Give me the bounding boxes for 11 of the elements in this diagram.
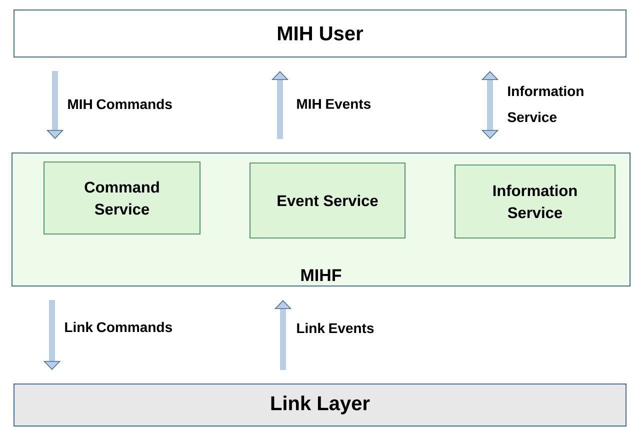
- edge-label: Information Service: [508, 86, 584, 122]
- block-arrow: [481, 71, 499, 139]
- edge-label: MIH Events: [297, 99, 371, 109]
- service-box: Information Service: [454, 164, 616, 238]
- layer-box: Link Layer: [14, 384, 626, 426]
- edge-label: Link Events: [297, 322, 374, 334]
- edge-label: MIH Commands: [68, 98, 172, 110]
- service-box: Event Service: [250, 162, 406, 238]
- service-box: Command Service: [44, 162, 200, 234]
- layer-box: MIH User: [14, 10, 626, 58]
- edge-label: Link Commands: [65, 322, 172, 332]
